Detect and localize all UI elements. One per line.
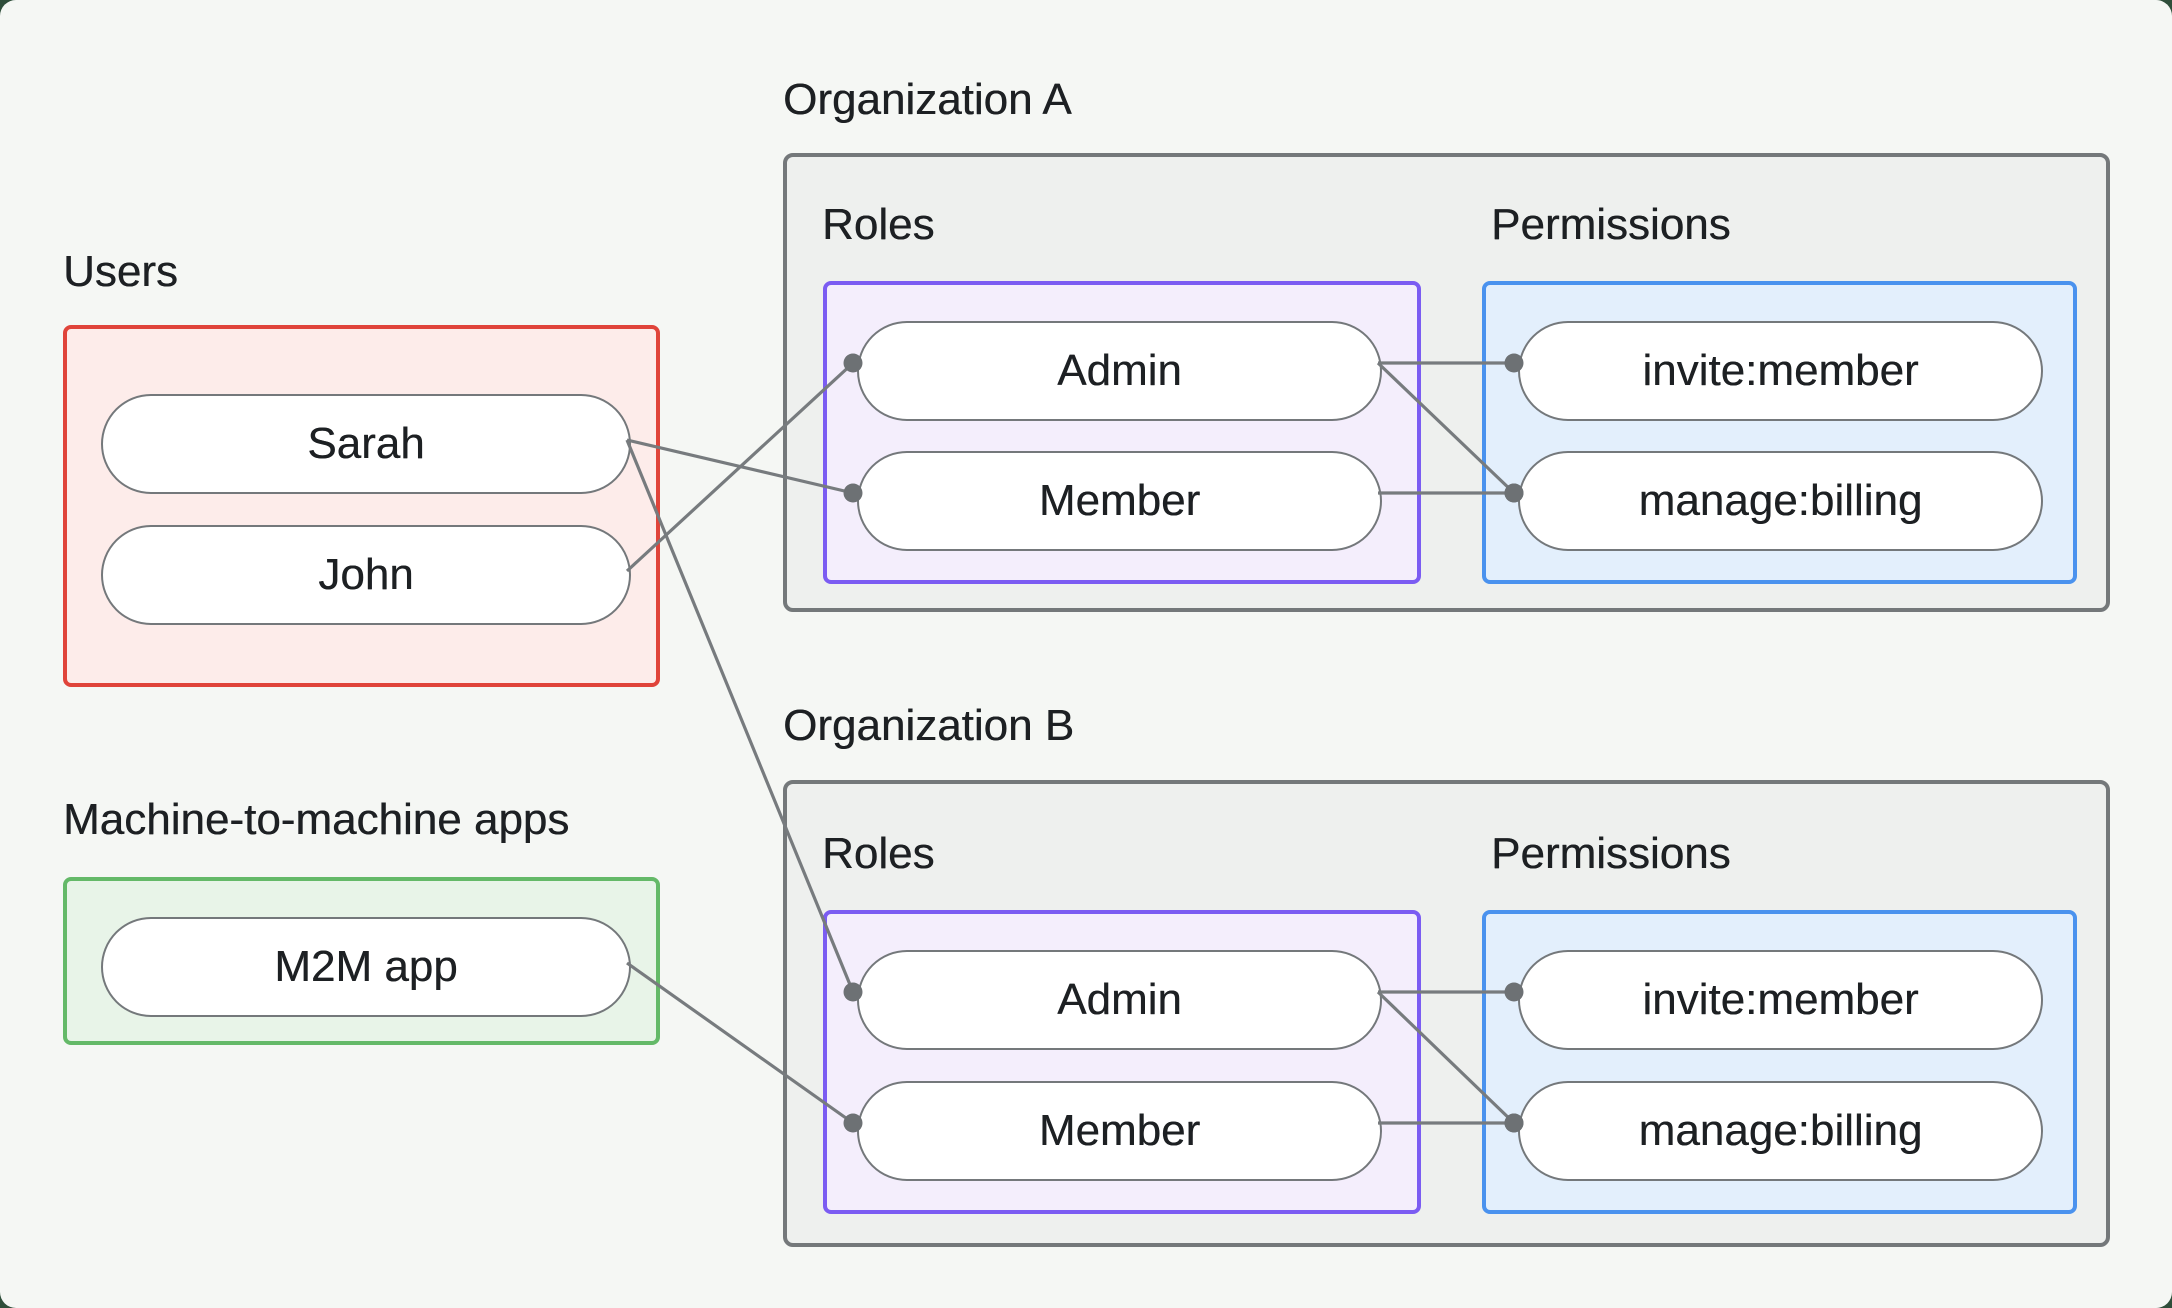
org-b-box: Roles Permissions Admin Member invite:me… xyxy=(783,780,2110,1247)
org-a-permission-manage-billing: manage:billing xyxy=(1518,451,2043,551)
org-b-permissions-box: invite:member manage:billing xyxy=(1482,910,2077,1214)
user-node-sarah: Sarah xyxy=(101,394,631,494)
org-a-permission-invite-member: invite:member xyxy=(1518,321,2043,421)
org-b-permission-invite-member: invite:member xyxy=(1518,950,2043,1050)
org-a-heading: Organization A xyxy=(783,75,1072,124)
org-b-heading: Organization B xyxy=(783,701,1075,750)
m2m-node-app: M2M app xyxy=(101,917,631,1017)
org-a-box: Roles Permissions Admin Member invite:me… xyxy=(783,153,2110,612)
org-a-permissions-box: invite:member manage:billing xyxy=(1482,281,2077,584)
org-b-permission-manage-billing: manage:billing xyxy=(1518,1081,2043,1181)
org-a-roles-label: Roles xyxy=(822,200,935,249)
users-group: Sarah John xyxy=(63,325,660,687)
org-b-role-admin: Admin xyxy=(857,950,1382,1050)
org-a-role-member: Member xyxy=(857,451,1382,551)
org-a-permissions-label: Permissions xyxy=(1491,200,1731,249)
org-a-role-admin: Admin xyxy=(857,321,1382,421)
org-b-permissions-label: Permissions xyxy=(1491,829,1731,878)
org-b-role-member: Member xyxy=(857,1081,1382,1181)
m2m-heading: Machine-to-machine apps xyxy=(63,795,570,844)
m2m-group: M2M app xyxy=(63,877,660,1045)
org-b-roles-box: Admin Member xyxy=(823,910,1421,1214)
users-heading: Users xyxy=(63,247,178,296)
org-a-roles-box: Admin Member xyxy=(823,281,1421,584)
org-b-roles-label: Roles xyxy=(822,829,935,878)
user-node-john: John xyxy=(101,525,631,625)
